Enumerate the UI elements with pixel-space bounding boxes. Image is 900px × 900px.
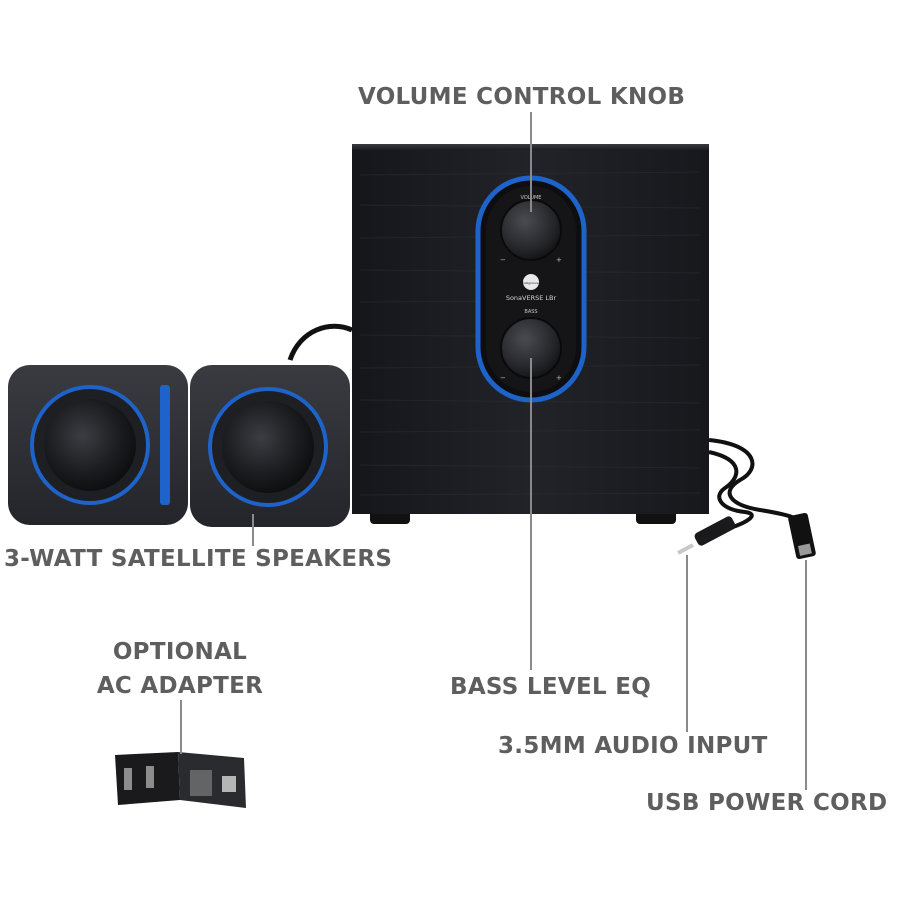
label-optional-adapter: OPTIONAL AC ADAPTER <box>80 638 280 700</box>
satellite-cable <box>287 323 354 361</box>
left-speaker-cone <box>44 399 136 491</box>
bass-minus: − <box>500 374 506 382</box>
label-ac-adapter: AC ADAPTER <box>96 673 264 699</box>
label-audio-input: 3.5MM AUDIO INPUT <box>498 733 768 759</box>
rear-cables <box>708 438 802 530</box>
brand-logo-mark: GOgroove <box>523 281 538 285</box>
pointer-lines <box>180 112 807 790</box>
bass-plus: + <box>556 374 562 382</box>
volume-plus: + <box>556 256 562 264</box>
label-volume-control-knob: VOLUME CONTROL KNOB <box>358 84 686 110</box>
usb-plug <box>788 512 816 560</box>
brand-logo-icon <box>523 274 539 290</box>
satellite-speaker-right <box>190 365 350 527</box>
right-speaker-cone <box>222 401 314 493</box>
volume-minus: − <box>500 256 506 264</box>
audio-plug <box>677 516 736 555</box>
label-optional: OPTIONAL <box>112 639 248 665</box>
label-usb-power-cord: USB POWER CORD <box>646 790 888 816</box>
label-bass-level-eq: BASS LEVEL EQ <box>450 674 652 700</box>
ac-adapter <box>115 752 246 808</box>
satellite-speaker-left <box>8 365 188 525</box>
label-satellite-speakers: 3-WATT SATELLITE SPEAKERS <box>4 546 393 572</box>
brand-name: SonaVERSE LBr <box>506 294 557 302</box>
bass-knob-label: BASS <box>524 309 537 315</box>
